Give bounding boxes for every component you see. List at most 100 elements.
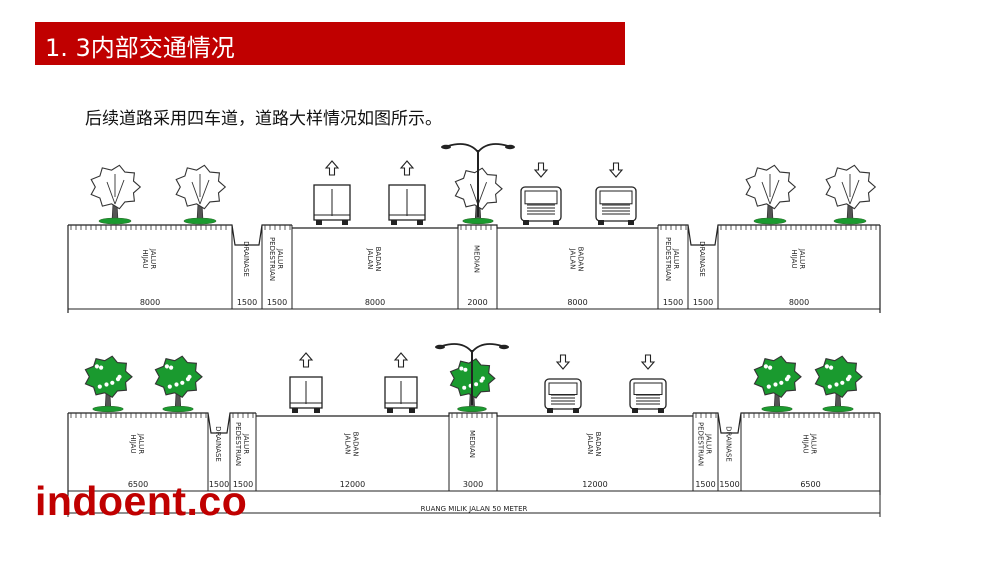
zone-label-text: JALAN — [344, 433, 352, 455]
width-value: 8000 — [567, 298, 587, 307]
zone-label-text: BADAN — [374, 247, 382, 272]
zone-label-text: PEDESTRIAN — [234, 422, 242, 466]
zone-label: DRAINASE — [242, 241, 250, 277]
zone-label-text: JALUR — [137, 433, 145, 454]
width-value: 1500 — [209, 480, 229, 489]
zone-label: MEDIAN — [468, 430, 476, 458]
zone-label-text: BADAN — [594, 432, 602, 457]
width-value: 1500 — [693, 298, 713, 307]
width-value: 6500 — [128, 480, 148, 489]
width-value: 8000 — [140, 298, 160, 307]
tree-icon — [90, 164, 142, 225]
tree-icon — [84, 355, 133, 413]
ground-profile — [68, 224, 292, 246]
tree-icon — [745, 164, 797, 225]
zone-label-text: JALUR — [672, 248, 680, 269]
arrow-down-icon — [608, 162, 624, 178]
zone-label-text: JALUR — [276, 248, 284, 269]
arrow-down-icon — [555, 354, 571, 370]
street-lamp-icon — [435, 343, 509, 405]
width-value: 1500 — [267, 298, 287, 307]
truck-icon — [544, 378, 582, 413]
truck-icon — [384, 376, 418, 413]
zone-label-text: PEDESTRIAN — [268, 237, 276, 281]
zone-label-text: JALUR — [149, 248, 157, 269]
arrow-up-icon — [399, 160, 415, 176]
total-width-label: RUANG MILIK JALAN 50 METER — [421, 505, 528, 513]
body-text: 后续道路采用四车道，道路大样情况如图所示。 — [85, 109, 442, 129]
zone-label-text: JALUR — [810, 433, 818, 454]
width-value: 1500 — [237, 298, 257, 307]
zone-label: DRAINASE — [725, 426, 733, 462]
zone-label-text: DRAINASE — [214, 426, 222, 462]
arrow-down-icon — [533, 162, 549, 178]
page-title: 1. 3内部交通情况 — [45, 34, 235, 62]
width-value: 8000 — [365, 298, 385, 307]
zone-label-text: PEDESTRIAN — [697, 422, 705, 466]
tree-icon — [814, 355, 863, 413]
truck-icon — [595, 186, 637, 225]
zone-label-text: MEDIAN — [473, 245, 481, 273]
truck-icon — [289, 376, 323, 413]
zone-label-text: JALUR — [705, 433, 713, 454]
cross-section-2: JALURHIJAU6500DRAINASE1500JALURPEDESTRIA… — [67, 343, 881, 517]
zone-label: MEDIAN — [473, 245, 481, 273]
title-bar: 1. 3内部交通情况 — [35, 22, 625, 65]
truck-icon — [520, 186, 562, 225]
ground-profile — [658, 224, 880, 246]
zone-label-text: JALAN — [569, 248, 577, 270]
width-value: 1500 — [719, 480, 739, 489]
tree-icon — [175, 164, 227, 225]
cross-section-1: JALURHIJAU8000DRAINASE1500JALURPEDESTRIA… — [67, 143, 881, 313]
zone-label-text: DRAINASE — [698, 241, 706, 277]
zone-label-text: JALAN — [586, 433, 594, 455]
tree-icon — [154, 355, 203, 413]
width-value: 2000 — [467, 298, 487, 307]
ground-profile — [68, 412, 256, 434]
road-surface — [292, 224, 658, 229]
arrow-up-icon — [393, 352, 409, 368]
width-value: 1500 — [695, 480, 715, 489]
truck-icon — [313, 184, 351, 225]
zone-label-text: JALAN — [366, 248, 374, 270]
zone-label: DRAINASE — [698, 241, 706, 277]
zone-label-text: HIJAU — [129, 434, 137, 453]
width-value: 8000 — [789, 298, 809, 307]
zone-label-text: BADAN — [352, 432, 360, 457]
zone-label-text: DRAINASE — [725, 426, 733, 462]
truck-icon — [629, 378, 667, 413]
street-lamp-icon — [441, 143, 515, 217]
zone-label-text: HIJAU — [790, 249, 798, 268]
arrow-up-icon — [324, 160, 340, 176]
truck-icon — [388, 184, 426, 225]
tree-icon — [825, 164, 877, 225]
width-value: 6500 — [800, 480, 820, 489]
zone-label-text: JALUR — [798, 248, 806, 269]
ground-profile — [693, 412, 880, 434]
width-value: 3000 — [463, 480, 483, 489]
zone-label-text: DRAINASE — [242, 241, 250, 277]
zone-label-text: PEDESTRIAN — [664, 237, 672, 281]
zone-label-text: HIJAU — [141, 249, 149, 268]
zone-label-text: HIJAU — [802, 434, 810, 453]
road-surface — [256, 412, 693, 417]
watermark-logo: indoent.co — [35, 478, 248, 524]
width-value: 12000 — [582, 480, 607, 489]
zone-label-text: JALUR — [242, 433, 250, 454]
width-value: 1500 — [233, 480, 253, 489]
arrow-down-icon — [640, 354, 656, 370]
tree-icon — [753, 355, 802, 413]
zone-label-text: BADAN — [577, 247, 585, 272]
width-value: 12000 — [340, 480, 365, 489]
